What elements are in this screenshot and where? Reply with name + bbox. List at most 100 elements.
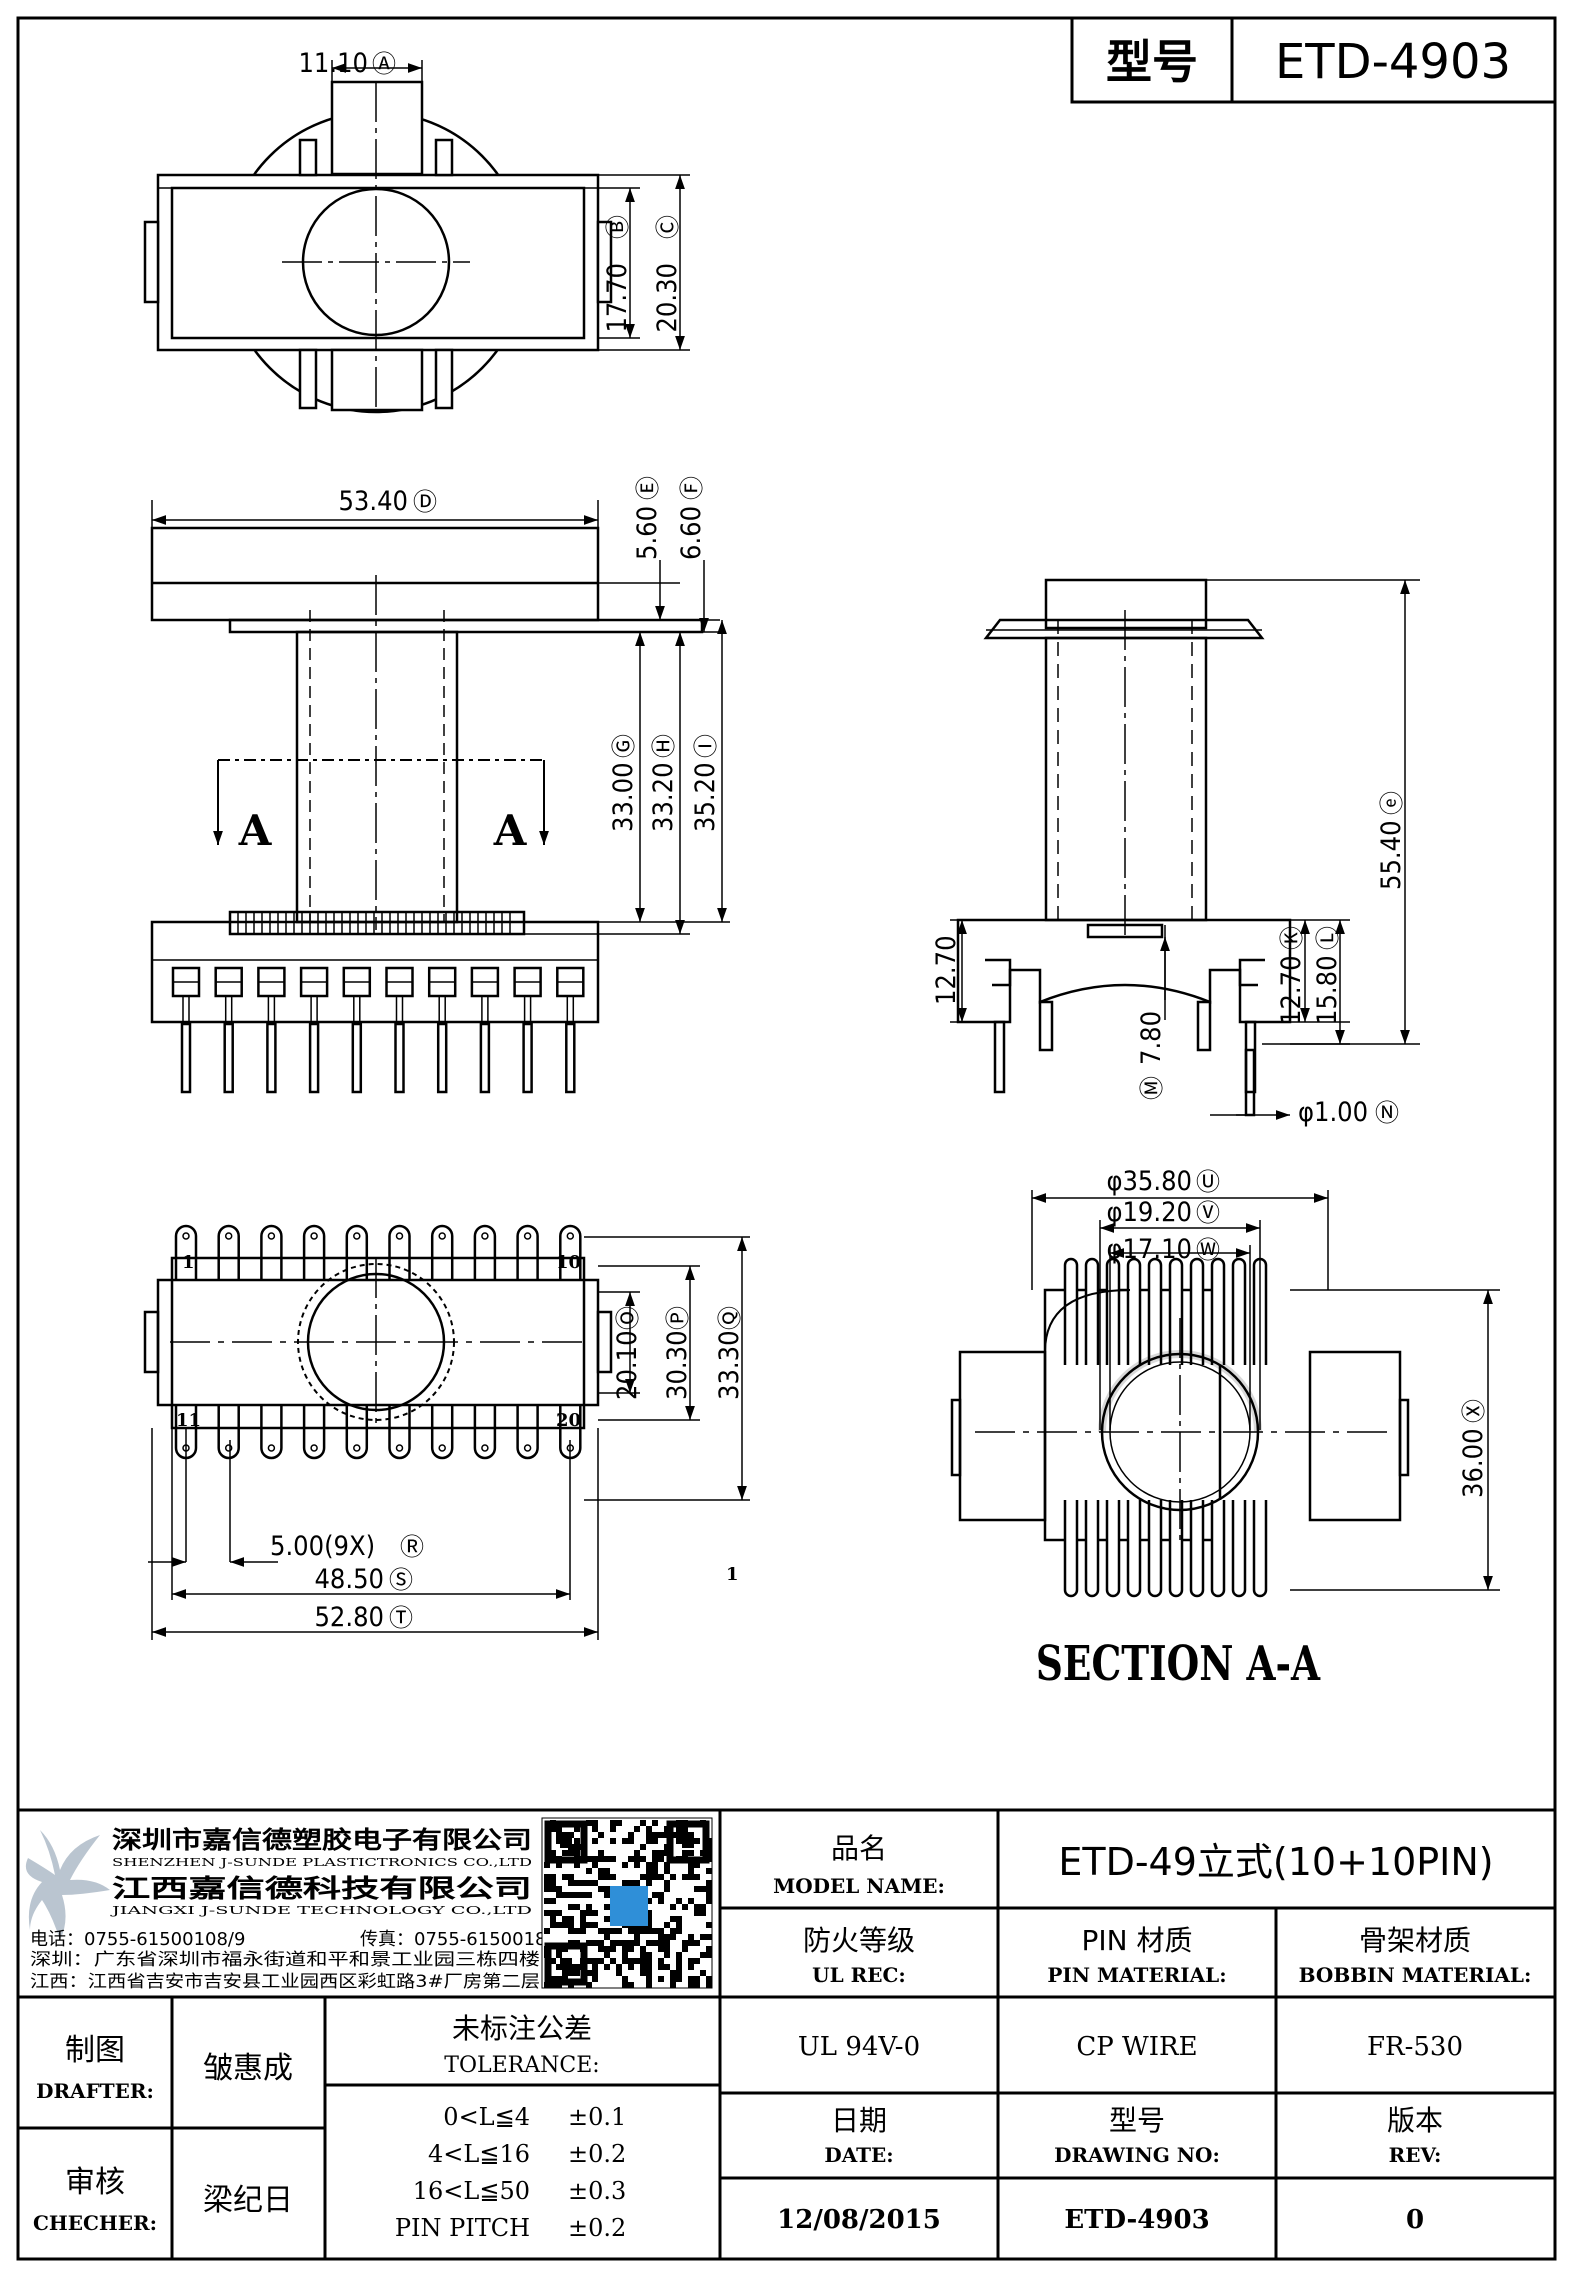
dim-w-value: φ17.10 (1106, 1234, 1192, 1265)
pin-material-cn: PIN 材质 (1082, 1924, 1193, 1957)
dim-a-mark: Ⓐ (372, 50, 396, 78)
model-name-en: MODEL NAME: (773, 1874, 945, 1898)
header-type-value: ETD-4903 (1275, 34, 1511, 90)
date-cn: 日期 (831, 2104, 887, 2137)
rev-cn: 版本 (1387, 2104, 1443, 2137)
dim-r-value: 5.00(9X) (270, 1531, 375, 1562)
dim-m-value: 7.80 (1136, 1011, 1167, 1065)
top-view (143, 60, 690, 414)
rev-en: REV: (1389, 2143, 1442, 2167)
dim-o-mark: Ⓞ (614, 1306, 642, 1330)
date-en: DATE: (824, 2143, 893, 2167)
dim-n-mark: Ⓝ (1375, 1099, 1399, 1127)
drawing-no-value: ETD-4903 (1064, 2205, 1209, 2235)
drawing-no-en: DRAWING NO: (1054, 2143, 1220, 2167)
dim-c-value: 20.30 (652, 263, 683, 333)
section-mark-right: A (493, 806, 528, 855)
dim-q-mark: Ⓠ (716, 1306, 744, 1330)
dim-s-mark: Ⓢ (389, 1566, 413, 1594)
tolerance-range-3: 16<L≦50 (413, 2177, 530, 2205)
model-name-value: ETD-49立式(10+10PIN) (1058, 1840, 1493, 1884)
dim-x-value: 36.00 (1458, 1428, 1489, 1498)
dim-x-mark: Ⓧ (1460, 1399, 1488, 1423)
pin-material-value: CP WIRE (1076, 2032, 1197, 2062)
dim-w-mark: Ⓦ (1196, 1236, 1220, 1264)
dim-t-value: 52.80 (314, 1602, 384, 1633)
dim-l-mark: Ⓛ (1314, 926, 1342, 950)
dim-h-mark: Ⓗ (650, 734, 678, 758)
pin-label-1: 1 (182, 1252, 195, 1273)
drafter-cn: 制图 (65, 2033, 125, 2068)
dim-v-mark: Ⓥ (1196, 1199, 1220, 1227)
dim-v-value: φ19.20 (1106, 1197, 1192, 1228)
bottom-view (143, 1224, 750, 1640)
checker-en: CHECHER: (33, 2211, 157, 2235)
dim-n-value: φ1.00 (1298, 1097, 1368, 1128)
dim-i-mark: Ⓘ (692, 734, 720, 758)
dim-e-value: 5.60 (632, 506, 663, 560)
bobbin-material-cn: 骨架材质 (1359, 1924, 1471, 1957)
front-pins (171, 966, 585, 1094)
dim-m-mark: Ⓜ (1138, 1076, 1166, 1100)
ul-rec-cn: 防火等级 (803, 1924, 915, 1957)
date-value: 12/08/2015 (777, 2205, 941, 2235)
stray-mark: 1 (726, 1564, 739, 1585)
qr-code (541, 1817, 713, 1989)
company-name-cn: 深圳市嘉信德塑胶电子有限公司 (112, 1826, 532, 1854)
company-address-sz: 深圳：广东省深圳市福永街道和平和景工业园三栋四楼 (30, 1950, 540, 1970)
dim-i-value: 35.20 (690, 762, 721, 832)
dim-u-value: φ35.80 (1106, 1166, 1192, 1197)
checker-cn: 审核 (65, 2165, 125, 2200)
dim-e2-value: 55.40 (1376, 820, 1407, 890)
dim-h-value: 33.20 (648, 762, 679, 832)
company-logo (25, 1830, 110, 1940)
dim-e-mark: Ⓔ (634, 476, 662, 500)
tolerance-value-1: ±0.1 (568, 2103, 626, 2131)
header-type-label: 型号 (1106, 35, 1198, 89)
ul-value: UL 94V-0 (798, 2032, 920, 2062)
dim-p-value: 30.30 (662, 1330, 693, 1400)
dim-c-mark: Ⓒ (654, 215, 682, 239)
pin-material-en: PIN MATERIAL: (1047, 1963, 1226, 1987)
outer-frame (16, 16, 1557, 2261)
tolerance-cn: 未标注公差 (452, 2012, 592, 2045)
checker-name: 梁纪日 (203, 2183, 293, 2218)
side-view (950, 578, 1420, 1120)
company-name-en: SHENZHEN J-SUNDE PLASTICTRONICS CO.,LTD (112, 1856, 532, 1869)
front-view (150, 500, 730, 1094)
dim-t-mark: Ⓣ (389, 1604, 413, 1632)
tolerance-value-3: ±0.3 (568, 2177, 626, 2205)
section-title: SECTION A-A (1036, 1637, 1321, 1693)
dim-a-value: 11.10 (298, 48, 368, 79)
dim-k-mark: Ⓚ (1278, 926, 1306, 950)
company-address-jx: 江西：江西省吉安市吉安县工业园西区彩虹路3#厂房第二层 (30, 1972, 540, 1992)
pin-label-20: 20 (556, 1410, 581, 1431)
company2-name-en: JIANGXI J-SUNDE TECHNOLOGY CO.,LTD (110, 1904, 532, 1917)
tolerance-range-4: PIN PITCH (395, 2214, 530, 2242)
dim-d-value: 53.40 (338, 486, 408, 517)
dim-o-value: 20.10 (612, 1330, 643, 1400)
tolerance-range-1: 0<L≦4 (443, 2103, 530, 2131)
bobbin-material-value: FR-530 (1367, 2032, 1463, 2062)
dim-k-value: 12.70 (1276, 955, 1307, 1025)
model-name-cn: 品名 (831, 1832, 887, 1865)
tolerance-en: TOLERANCE: (444, 2053, 599, 2078)
dim-f-value: 6.60 (676, 506, 707, 560)
dim-r-mark: Ⓡ (400, 1533, 424, 1561)
title-block-grid (18, 1808, 1555, 2259)
dim-b-value: 17.70 (602, 263, 633, 333)
dim-g-mark: Ⓖ (610, 734, 638, 758)
section-fins (1063, 1257, 1268, 1598)
rev-value: 0 (1406, 2205, 1424, 2235)
dim-s-value: 48.50 (314, 1564, 384, 1595)
header-box: 型号 ETD-4903 (1070, 16, 1557, 104)
front-base-teeth (237, 912, 511, 934)
pin-label-10: 10 (556, 1252, 581, 1273)
bottom-fingers (174, 1224, 582, 1460)
dim-d-mark: Ⓓ (413, 488, 437, 516)
drafter-name: 皱惠成 (203, 2051, 293, 2086)
pin-label-11: 11 (176, 1410, 201, 1431)
section-view (950, 1190, 1500, 1598)
